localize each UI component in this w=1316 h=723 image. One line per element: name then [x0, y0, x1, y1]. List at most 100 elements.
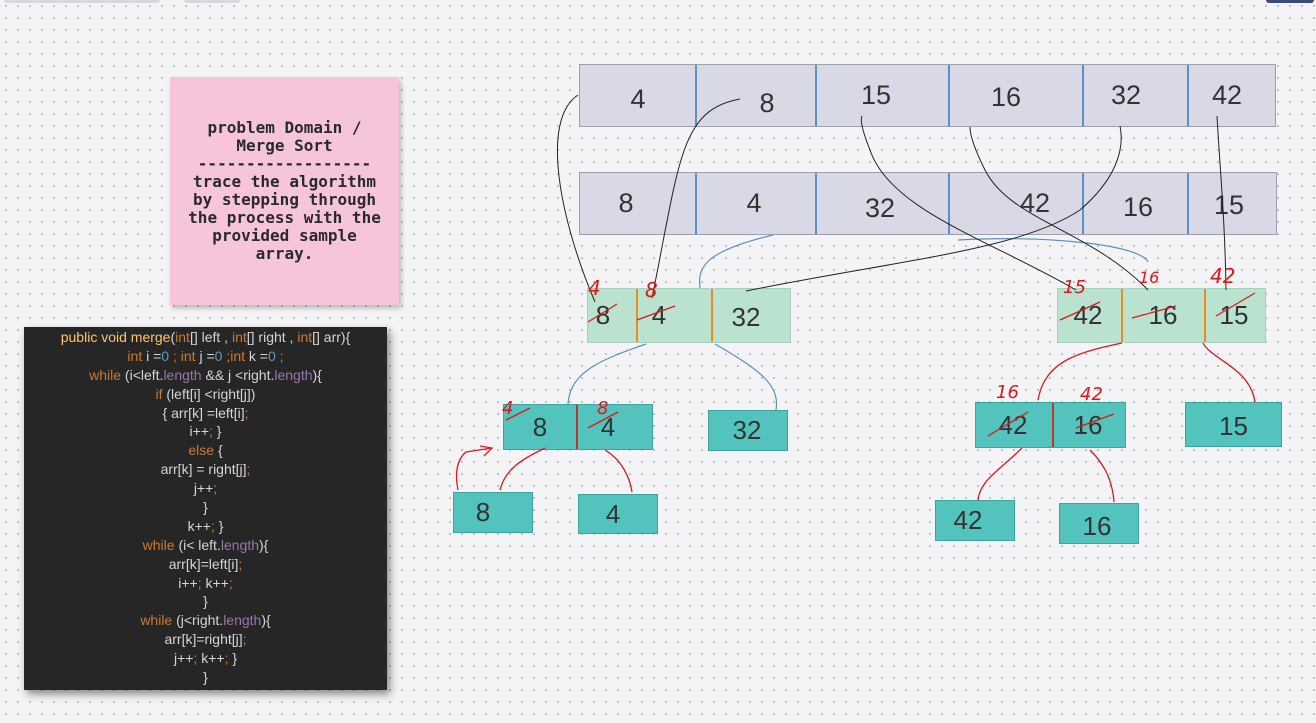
code-line: }: [24, 498, 387, 517]
right-single-array[interactable]: 15: [1185, 402, 1282, 447]
code-token: ){: [312, 366, 322, 383]
code-line: }: [24, 668, 387, 687]
sorted-separator: [948, 65, 950, 126]
code-token: j++: [173, 650, 194, 667]
tree-line: [604, 449, 633, 493]
sorted-array[interactable]: 4 8 15 16 32 42: [579, 64, 1276, 127]
original-cell-0: 8: [618, 188, 634, 218]
merge-code-snippet[interactable]: public void merge(int[] left , int[] rig…: [24, 327, 387, 690]
note-body-line-2: by stepping through: [192, 190, 377, 209]
code-token: {: [217, 442, 223, 459]
sorted-separator: [695, 65, 697, 126]
code-token: ;int: [222, 347, 249, 364]
code-token: length: [220, 536, 259, 553]
original-cell-4: 16: [1122, 192, 1154, 222]
code-line: i++; }: [24, 422, 387, 441]
right-pair-array[interactable]: 42 16: [975, 402, 1126, 448]
code-token: j =: [199, 347, 215, 364]
code-token: i++: [178, 574, 198, 591]
code-token: }: [203, 669, 208, 686]
left-half-cell-0: 8: [595, 300, 611, 330]
code-token: k =: [248, 347, 268, 364]
leaf-42-value: 42: [953, 505, 983, 535]
tree-line: [977, 447, 1023, 501]
code-token: 0: [267, 347, 276, 364]
right-half-separator: [1121, 289, 1123, 342]
code-line: while (i< left.length){: [24, 536, 387, 555]
code-token: ;: [275, 347, 284, 364]
code-line: while (j<right.length){: [24, 611, 387, 630]
leaf-8[interactable]: 8: [453, 492, 533, 533]
code-token: int: [297, 329, 313, 345]
toolbar-stub-right[interactable]: [1266, 0, 1314, 3]
left-half-array[interactable]: 8 4 32: [587, 288, 791, 343]
code-token: i =: [146, 347, 162, 364]
code-token: ;: [193, 650, 202, 667]
leaf-4[interactable]: 4: [578, 494, 658, 534]
arrow-annotation: [455, 447, 493, 491]
tree-line: [499, 447, 546, 491]
code-token: ){: [259, 536, 269, 553]
code-token: int: [231, 329, 247, 345]
problem-domain-sticky-note[interactable]: problem Domain / Merge Sort ------------…: [170, 77, 399, 305]
code-line: int i =0 ; int j =0 ;int k =0 ;: [24, 347, 387, 366]
code-token: }: [203, 593, 208, 610]
code-token: (i< left.: [178, 536, 221, 553]
right-pair-cell-0: 42: [998, 409, 1028, 440]
toolbar-stub-left[interactable]: [4, 0, 160, 3]
note-body-line-4: provided sample: [212, 226, 357, 245]
code-token: [] left ,: [189, 329, 232, 345]
original-separator: [1082, 173, 1084, 234]
code-line: j++;: [24, 479, 387, 498]
original-separator: [695, 173, 697, 234]
sorted-cell-2: 15: [860, 80, 892, 110]
code-token: ;: [242, 631, 247, 648]
annotation-16: 16: [1139, 268, 1159, 287]
left-pair-array[interactable]: 8 4: [503, 404, 653, 450]
code-token: k++: [187, 517, 211, 534]
original-cell-1: 4: [746, 188, 762, 218]
original-array[interactable]: 8 4 32 42 16 15: [579, 172, 1277, 235]
code-line: arr[k] = right[j];: [24, 460, 387, 479]
note-body-line-5: array.: [255, 244, 314, 263]
code-token: j++: [193, 480, 214, 497]
left-single-array[interactable]: 32: [708, 410, 788, 451]
left-half-cell-1: 4: [651, 300, 667, 330]
code-token: merge: [130, 329, 171, 345]
split-connector-left: [699, 234, 774, 289]
left-half-cell-2: 32: [731, 302, 761, 332]
code-token: [] arr){: [312, 329, 351, 345]
code-token: length: [274, 366, 313, 383]
code-token: }: [216, 423, 222, 440]
leaf-42[interactable]: 42: [935, 500, 1015, 541]
code-line: { arr[k] =left[i];: [24, 404, 387, 423]
code-token: ;: [224, 650, 233, 667]
sorted-separator: [1082, 65, 1084, 126]
code-token: 0: [214, 347, 223, 364]
sorted-cell-4: 32: [1110, 80, 1142, 110]
code-token: ;: [210, 517, 219, 534]
code-line: arr[k]=right[j];: [24, 630, 387, 649]
code-token: ;: [238, 555, 243, 572]
code-token: (left[i] <right[j]): [166, 385, 256, 402]
toolbar-stub-mid[interactable]: [184, 0, 240, 3]
code-token: (j<right.: [176, 612, 224, 629]
code-token: ;: [213, 480, 218, 497]
code-token: int: [127, 347, 147, 364]
right-half-array[interactable]: 42 16 15: [1057, 288, 1266, 343]
code-token: ; int: [169, 347, 200, 364]
note-body-line-1: trace the algorithm: [192, 172, 377, 191]
original-cell-5: 15: [1213, 190, 1245, 220]
code-token: }: [232, 650, 238, 667]
note-body-line-3: the process with the: [188, 208, 381, 227]
code-line: if (left[i] <right[j]): [24, 385, 387, 404]
code-token: 0: [161, 347, 170, 364]
code-token: while: [142, 536, 179, 553]
leaf-16[interactable]: 16: [1059, 503, 1139, 544]
code-line: k++; }: [24, 517, 387, 536]
code-token: length: [163, 366, 202, 383]
code-token: public void: [60, 329, 131, 345]
code-line: public void merge(int[] left , int[] rig…: [24, 328, 387, 347]
code-token: length: [223, 612, 262, 629]
tree-line: [1202, 342, 1256, 403]
